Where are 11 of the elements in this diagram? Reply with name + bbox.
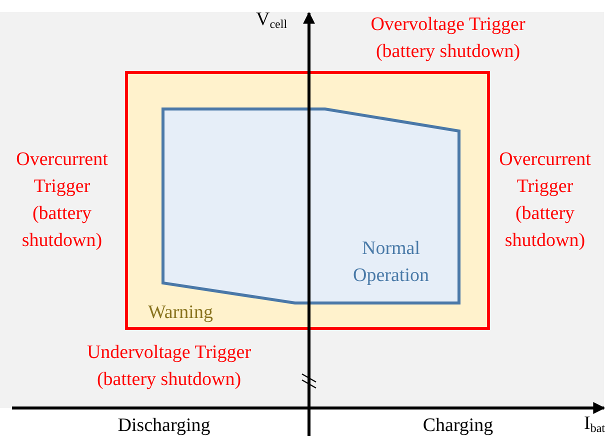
axis-label: V$_{cell}$ xyxy=(256,8,288,33)
axis-label: I$_{bat}$ xyxy=(584,412,606,437)
trigger-label: Overvoltage Trigger (battery shutdown) xyxy=(370,13,526,64)
trigger-label: Overcurrent Trigger (battery shutdown) xyxy=(15,148,109,253)
warning-zone xyxy=(125,71,490,330)
region-label: Normal Operation xyxy=(352,237,430,288)
axis-label: Charging xyxy=(422,414,494,437)
trigger-label: Overcurrent Trigger (battery shutdown) xyxy=(498,148,592,253)
axis-label: Discharging xyxy=(116,414,212,437)
region-label: Warning xyxy=(148,301,213,325)
trigger-label: Undervoltage Trigger (battery shutdown) xyxy=(86,341,252,392)
